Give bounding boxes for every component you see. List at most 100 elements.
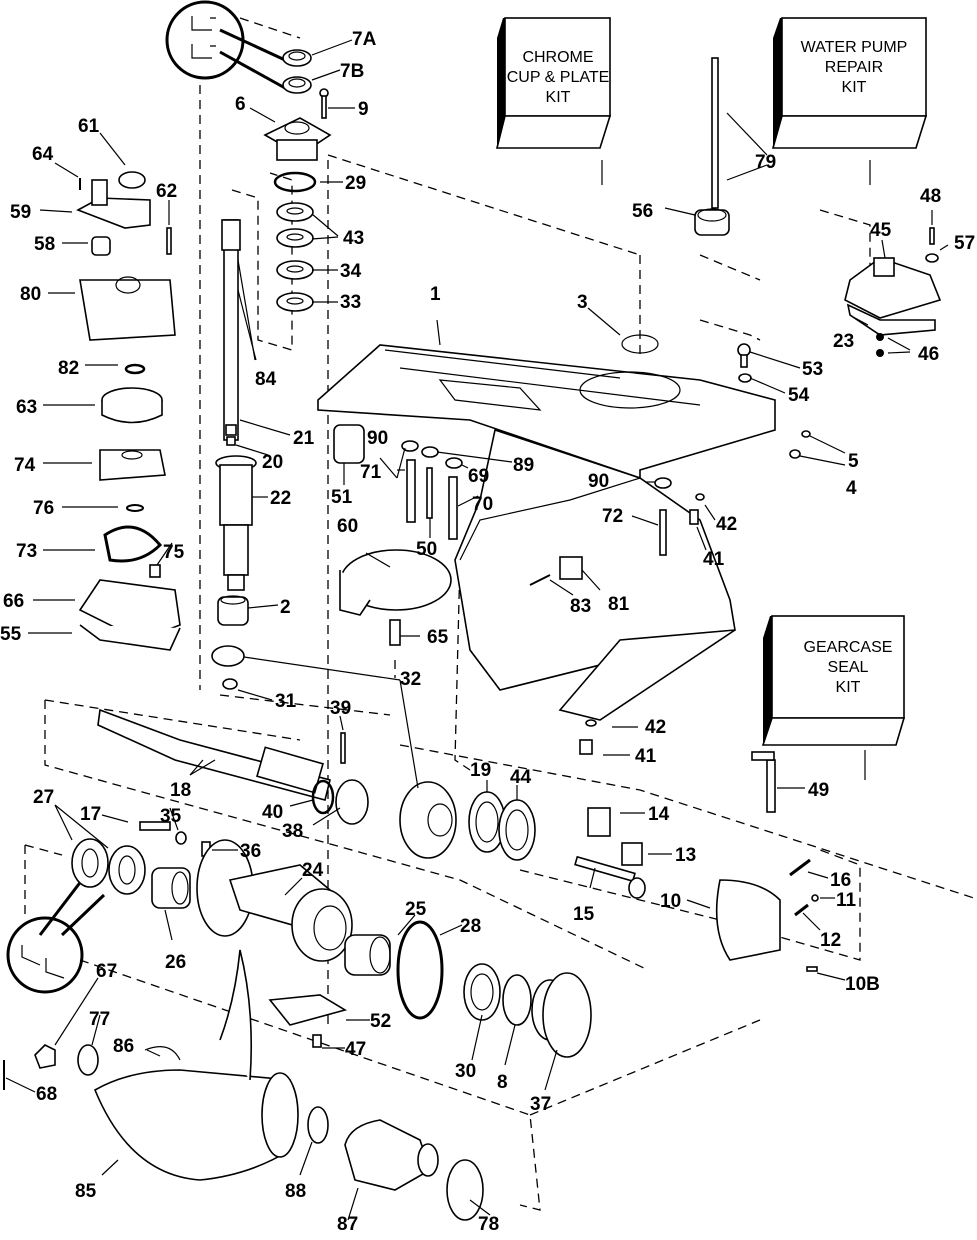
bearing-housing-6 xyxy=(263,117,332,161)
kit-93-line-3: KIT xyxy=(836,679,861,696)
washer-77 xyxy=(77,1044,99,1076)
washer-42a xyxy=(695,493,705,501)
callout-27: 27 xyxy=(33,787,54,808)
callout-57: 57 xyxy=(954,233,975,254)
kit-93-line-2: SEAL xyxy=(828,659,869,676)
nut-67 xyxy=(34,1044,56,1069)
seal-7A xyxy=(282,49,312,67)
callout-90a: 90 xyxy=(367,428,388,449)
stud-79 xyxy=(711,57,719,209)
shift-link-14 xyxy=(587,807,611,837)
callout-10: 10 xyxy=(660,891,681,912)
callout-35: 35 xyxy=(160,806,182,827)
screw-48 xyxy=(929,227,935,245)
callout-50: 50 xyxy=(416,539,437,560)
callout-79: 79 xyxy=(755,152,776,173)
trim-tab-60 xyxy=(339,549,452,616)
dashed-guide-lines xyxy=(24,17,977,1211)
ball-11 xyxy=(811,894,819,902)
thrust-hub-87 xyxy=(344,1119,439,1191)
callout-8: 8 xyxy=(497,1072,508,1093)
kit-92-line-3: KIT xyxy=(546,89,571,106)
callout-5: 5 xyxy=(848,451,859,472)
callout-87: 87 xyxy=(337,1214,358,1235)
washer-69 xyxy=(445,457,463,469)
kit-box-water-pump-repair: WATER PUMP REPAIR KIT xyxy=(771,17,928,149)
bearing-housing-22 xyxy=(215,455,257,591)
bearing-25 xyxy=(344,934,391,976)
o-ring-76 xyxy=(126,504,144,512)
callout-63: 63 xyxy=(16,397,37,418)
seal-73 xyxy=(103,525,163,563)
pin-15 xyxy=(574,855,646,899)
callout-67: 67 xyxy=(96,961,117,982)
callout-21: 21 xyxy=(293,428,315,449)
callout-42b: 42 xyxy=(645,717,666,738)
callout-90b: 90 xyxy=(588,471,609,492)
callout-22: 22 xyxy=(270,488,291,509)
callout-68: 68 xyxy=(36,1084,57,1105)
kit-91-line-3: KIT xyxy=(842,79,867,96)
o-ring-82 xyxy=(124,363,146,375)
grommet-58 xyxy=(91,236,111,256)
washer-89 xyxy=(421,446,439,458)
callout-36: 36 xyxy=(240,841,261,862)
washer-34 xyxy=(276,260,314,280)
spacer-88 xyxy=(307,1106,329,1144)
shift-rod-49 xyxy=(751,751,776,813)
callout-49: 49 xyxy=(808,780,829,801)
callout-1: 1 xyxy=(430,284,441,305)
screw-47 xyxy=(312,1034,322,1048)
callout-30: 30 xyxy=(455,1061,476,1082)
callout-39: 39 xyxy=(330,698,351,719)
callout-88: 88 xyxy=(285,1181,306,1202)
washer-43b xyxy=(276,228,314,248)
callout-65: 65 xyxy=(427,627,449,648)
callout-64: 64 xyxy=(32,144,54,165)
spring-12 xyxy=(794,903,809,917)
clutch-dog-38 xyxy=(335,779,369,825)
plug-41b xyxy=(579,739,593,755)
leader-lines xyxy=(5,39,949,1221)
bolt-71 xyxy=(406,459,416,523)
thrust-washer-40 xyxy=(311,779,335,815)
bolt-65 xyxy=(389,619,401,646)
anode-81 xyxy=(559,556,583,580)
callout-6: 6 xyxy=(235,94,246,115)
callout-81: 81 xyxy=(608,594,630,615)
housing-59 xyxy=(76,179,151,229)
reverse-gear-37 xyxy=(531,972,592,1058)
callout-75: 75 xyxy=(163,542,185,563)
thrust-bearing-44 xyxy=(498,799,536,861)
bolt-50 xyxy=(426,467,433,519)
callout-59: 59 xyxy=(10,202,31,223)
bearing-carrier-24 xyxy=(196,839,353,962)
callout-47: 47 xyxy=(345,1039,366,1060)
callout-2: 2 xyxy=(280,597,291,618)
pin-39 xyxy=(340,732,346,764)
o-ring-29 xyxy=(273,171,317,193)
propshaft-18 xyxy=(97,708,331,801)
grommet-61 xyxy=(118,171,146,189)
callout-17: 17 xyxy=(80,804,101,825)
bearing-8 xyxy=(502,974,532,1026)
kit-93-line-1: GEARCASE xyxy=(804,639,893,656)
ring-5 xyxy=(801,430,811,438)
shift-link-13 xyxy=(621,842,643,866)
pinion-32 xyxy=(211,645,245,667)
shim-20 xyxy=(226,436,236,446)
key-75 xyxy=(149,564,161,578)
callout-78: 78 xyxy=(478,1214,499,1235)
bolt-53 xyxy=(737,343,751,368)
callout-31: 31 xyxy=(275,691,297,712)
callout-19: 19 xyxy=(470,760,491,781)
kit-91-line-2: REPAIR xyxy=(825,59,883,76)
callout-18: 18 xyxy=(170,780,191,801)
bearing-2 xyxy=(217,595,249,626)
driveshaft-84 xyxy=(221,219,241,441)
seals-27 xyxy=(71,838,146,895)
callout-84: 84 xyxy=(255,369,277,390)
callout-34: 34 xyxy=(340,261,362,282)
ring-3 xyxy=(621,334,659,354)
